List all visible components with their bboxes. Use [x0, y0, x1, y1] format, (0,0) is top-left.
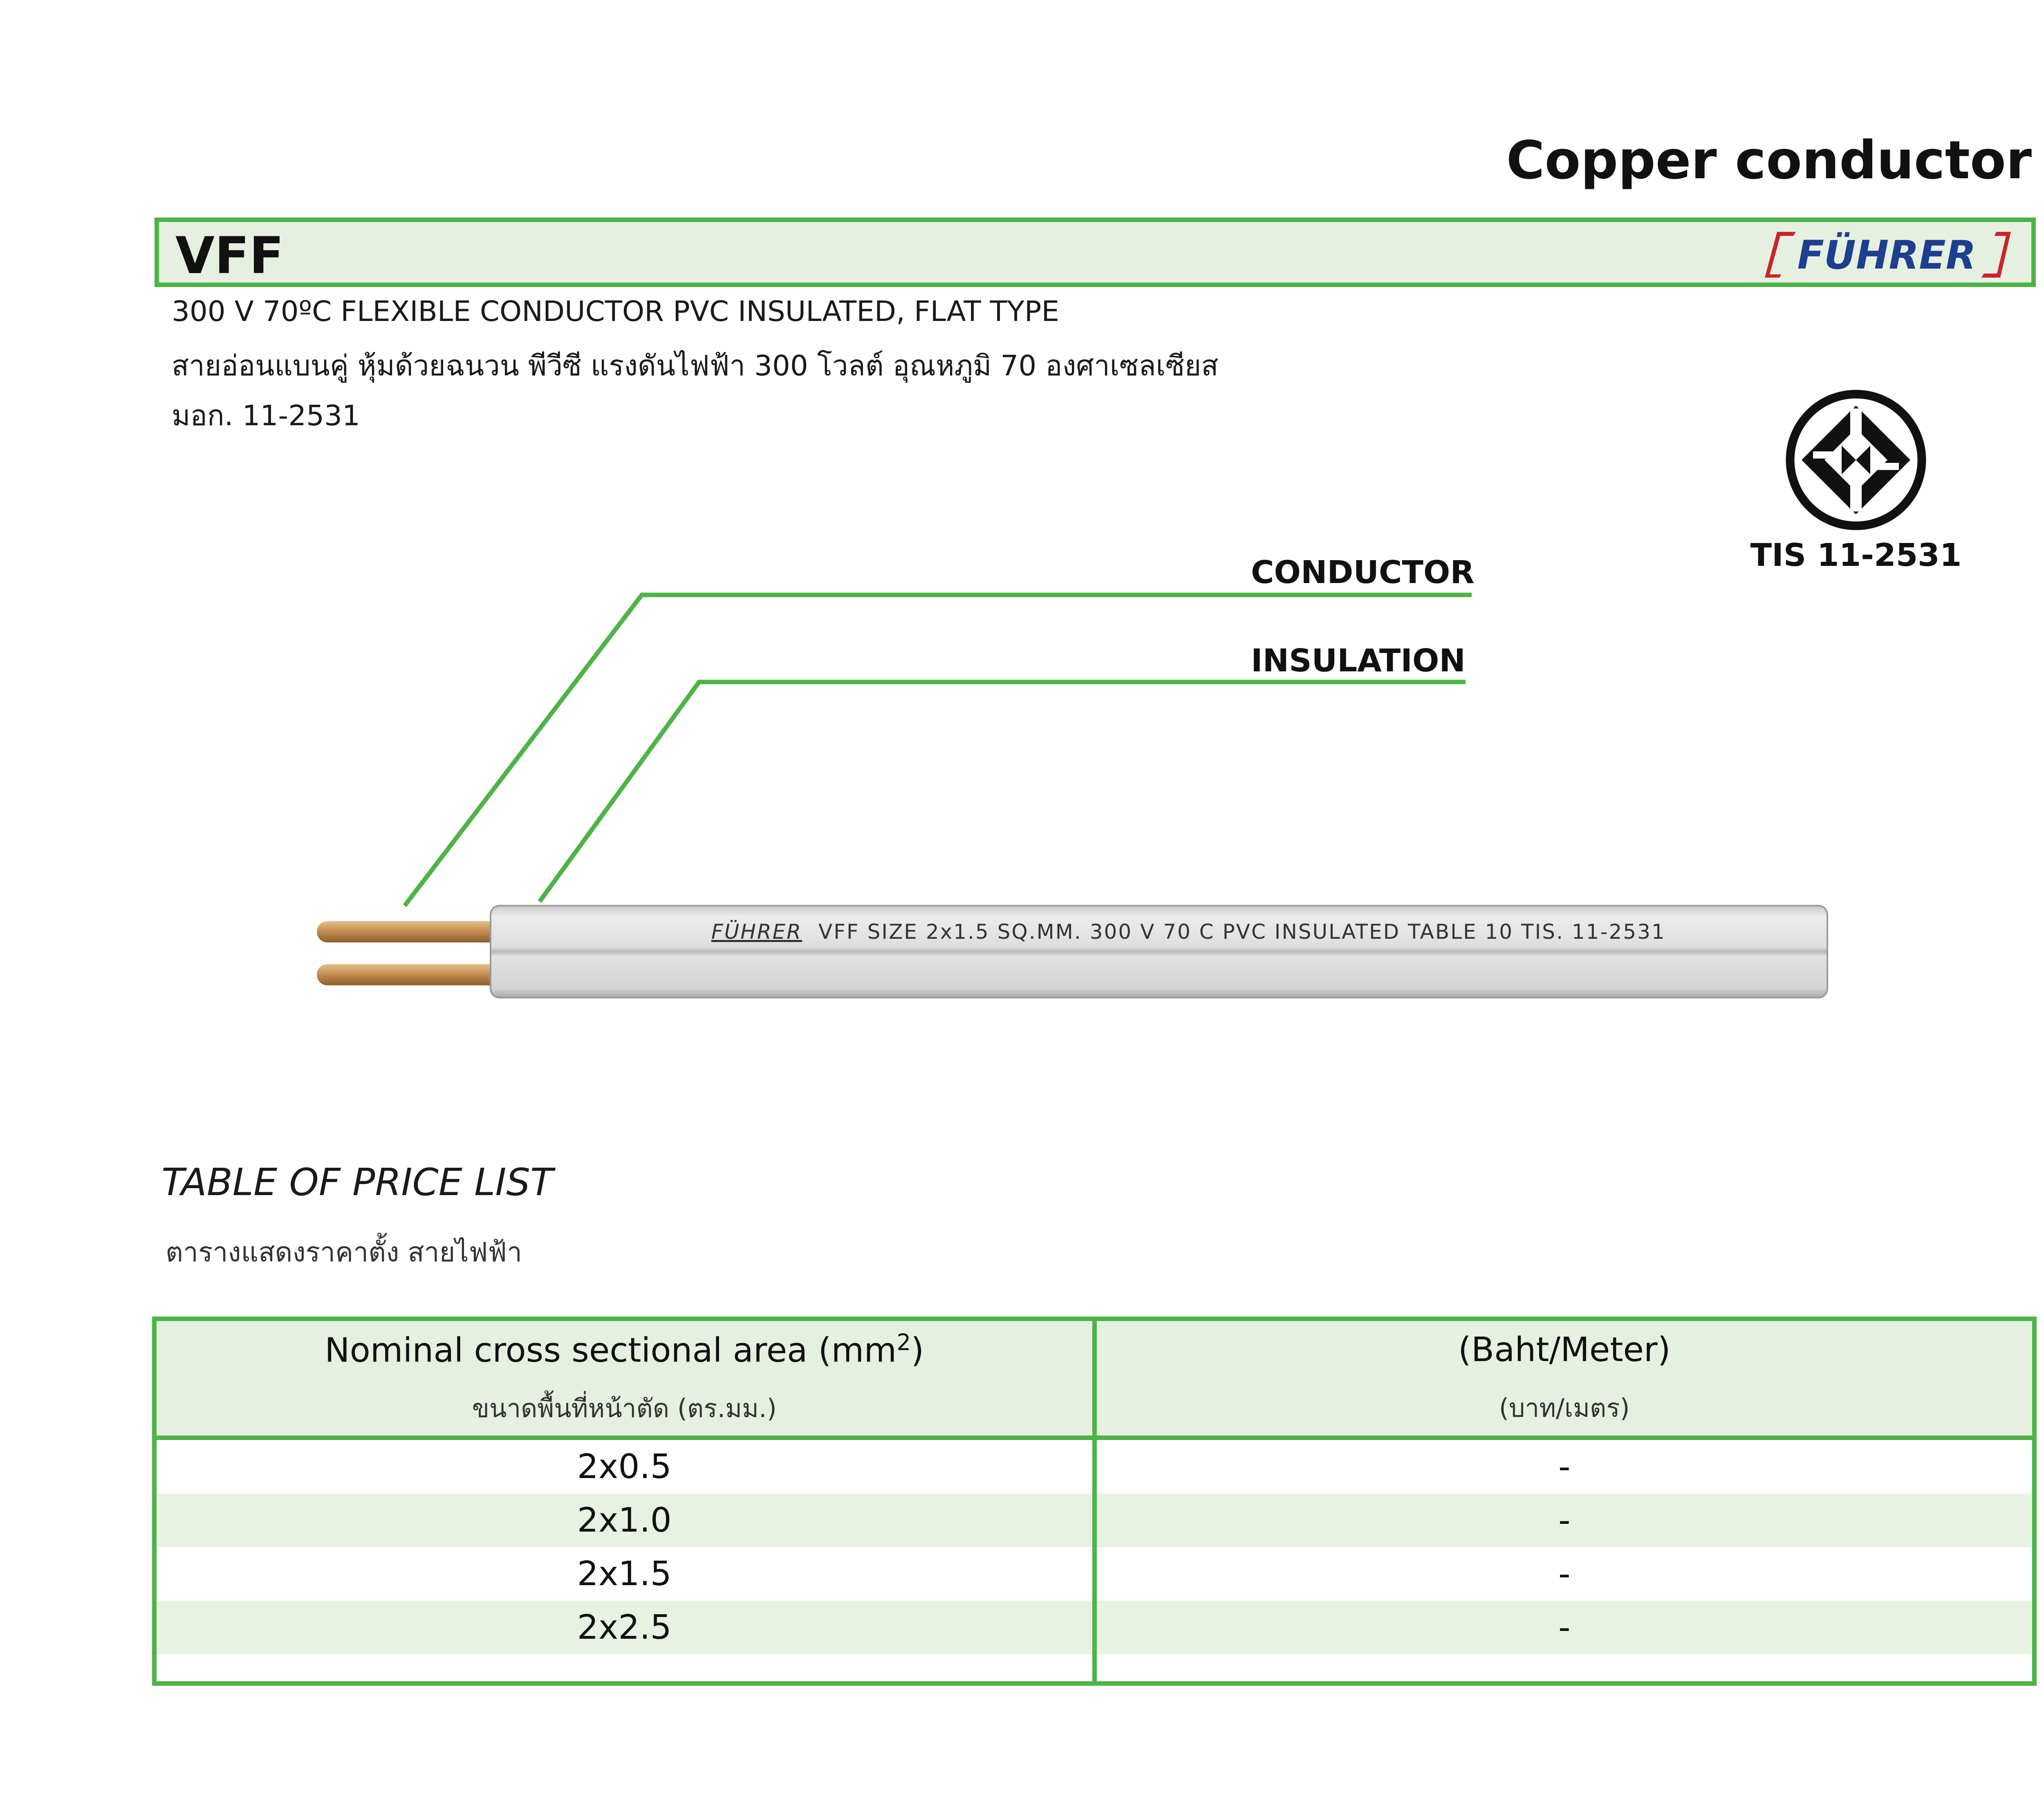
- table-row: 2x2.5 -: [154, 1601, 2035, 1654]
- cell-price: -: [1094, 1601, 2035, 1654]
- conductor-label: CONDUCTOR: [1251, 554, 1475, 591]
- cable-diagram: [317, 592, 1828, 998]
- cable-insulation: [490, 905, 1828, 998]
- cable-print-text: FÜHRER VFF SIZE 2x1.5 SQ.MM. 300 V 70 C P…: [711, 920, 1666, 944]
- column-header-size-label: Nominal cross sectional area (mm: [325, 1330, 897, 1370]
- conductor-callout-line: [403, 592, 1472, 907]
- tis-label: TIS 11-2531: [1750, 537, 1962, 574]
- cable-print-spec: VFF SIZE 2x1.5 SQ.MM. 300 V 70 C PVC INS…: [818, 920, 1666, 944]
- column-header-size-thai: ขนาดพื้นที่หน้าตัด (ตร.มม.): [472, 1393, 777, 1424]
- copper-strand-top: [317, 921, 505, 942]
- cell-size: 2x1.5: [154, 1547, 1097, 1601]
- price-list-subtitle: ตารางแสดงราคาตั้ง สายไฟฟ้า: [166, 1236, 522, 1268]
- price-list-title: TABLE OF PRICE LIST: [161, 1160, 554, 1204]
- cable-print-brand: FÜHRER: [711, 920, 802, 944]
- insulation-callout-line: [538, 680, 1466, 903]
- table-row-empty: [154, 1654, 2035, 1684]
- column-header-price-thai: (บาท/เมตร): [1499, 1393, 1630, 1423]
- column-header-price-label: (Baht/Meter): [1458, 1330, 1671, 1369]
- table-row: 2x1.0 -: [154, 1494, 2035, 1547]
- table-row: 2x0.5 -: [154, 1438, 2035, 1494]
- column-header-size-close: ): [911, 1330, 924, 1370]
- column-header-price: (Baht/Meter) (บาท/เมตร): [1094, 1319, 2035, 1440]
- product-code: VFF: [175, 227, 284, 285]
- table-header-row: Nominal cross sectional area (mm2) ขนาดพ…: [154, 1319, 2035, 1440]
- description-english: 300 V 70ºC FLEXIBLE CONDUCTOR PVC INSULA…: [172, 295, 1060, 328]
- cell-size: 2x2.5: [154, 1601, 1097, 1654]
- table-row: 2x1.5 -: [154, 1547, 2035, 1601]
- brand-logo: FÜHRER: [1765, 232, 2011, 278]
- standard-number: มอก. 11-2531: [172, 399, 360, 432]
- column-header-size: Nominal cross sectional area (mm2) ขนาดพ…: [154, 1319, 1097, 1440]
- product-header-bar: VFF FÜHRER: [155, 218, 2036, 287]
- cell-price: -: [1558, 1554, 1571, 1593]
- column-header-size-sup: 2: [896, 1329, 911, 1355]
- cell-price: -: [1558, 1447, 1571, 1486]
- price-table: Nominal cross sectional area (mm2) ขนาดพ…: [152, 1317, 2037, 1686]
- copper-strand-bottom: [317, 964, 505, 985]
- tis-certification-mark-icon: [1786, 390, 1926, 530]
- cell-price: -: [1094, 1494, 2035, 1547]
- section-title: Copper conductor: [1506, 130, 2032, 191]
- insulation-label: INSULATION: [1251, 643, 1466, 679]
- brand-logo-text: FÜHRER: [1797, 232, 1976, 278]
- cell-size: 2x0.5: [154, 1438, 1097, 1494]
- description-thai: สายอ่อนแบนคู่ หุ้มด้วยฉนวน พีวีซี แรงดัน…: [172, 350, 1219, 382]
- cell-size: 2x1.0: [154, 1494, 1097, 1547]
